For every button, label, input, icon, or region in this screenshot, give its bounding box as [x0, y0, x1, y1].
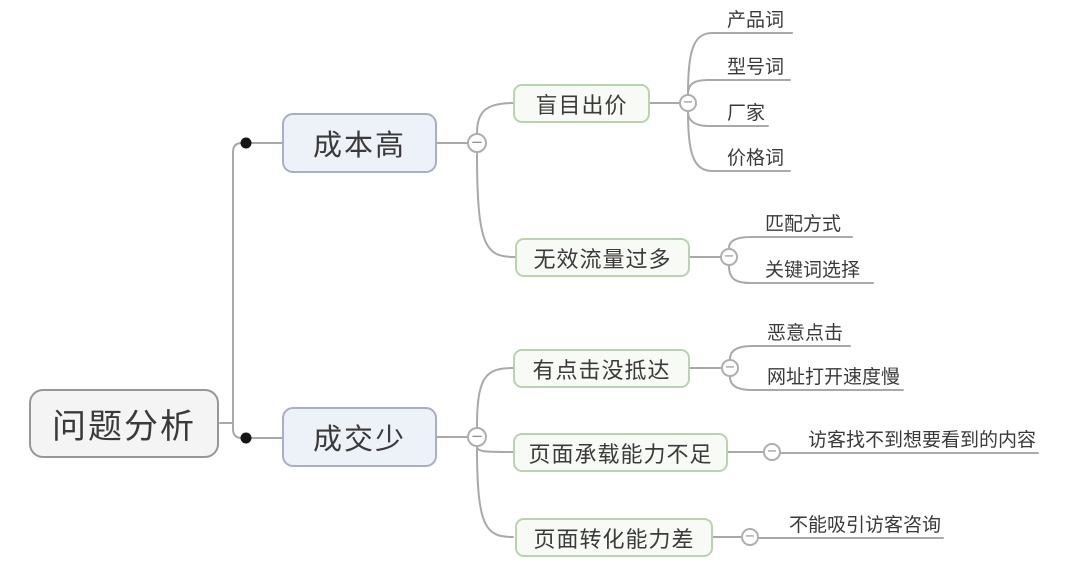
connector-trunk: [232, 142, 283, 439]
connector-leaf-wangzhi: [729, 376, 904, 391]
leaf-bunengxiyin[interactable]: 不能吸引访客咨询: [789, 514, 942, 536]
collapse-button-yemianchengzai[interactable]: −: [763, 443, 781, 461]
collapse-button-chengjiaoshao[interactable]: −: [467, 427, 487, 447]
connector-leaf-chanpinci: [687, 32, 793, 95]
leaf-xinghaoci[interactable]: 型号词: [727, 56, 785, 78]
junction-dot-top: [240, 137, 252, 149]
node-yemianchengzai[interactable]: 页面承载能力不足: [513, 433, 728, 472]
node-youdianjimeidida[interactable]: 有点击没抵达: [513, 349, 690, 388]
leaf-eyidianji[interactable]: 恶意点击: [767, 322, 844, 344]
node-root[interactable]: 问题分析: [29, 389, 219, 458]
connector-to-zhuanhua: [476, 446, 514, 538]
connector-leaf-guanjianci: [728, 265, 874, 284]
collapse-button-mangmuchujia[interactable]: −: [679, 94, 697, 112]
node-wuxiaoliuliang[interactable]: 无效流量过多: [515, 238, 690, 277]
node-chengjiaoshao[interactable]: 成交少: [282, 407, 437, 467]
leaf-jiageci[interactable]: 价格词: [727, 147, 785, 169]
connector-leaf-xinghaoci: [687, 79, 791, 95]
leaf-chanpinci[interactable]: 产品词: [727, 9, 785, 31]
collapse-button-wuxiaoliuliang[interactable]: −: [720, 248, 738, 266]
collapse-button-youdianji[interactable]: −: [721, 359, 739, 377]
node-yemianzhuanhua[interactable]: 页面转化能力差: [515, 518, 713, 557]
leaf-guanjiancixuanze[interactable]: 关键词选择: [765, 259, 861, 281]
connector-to-chengzai: [476, 446, 514, 453]
leaf-wangzhidakai[interactable]: 网址打开速度慢: [767, 366, 901, 388]
leaf-fangkezhaobudao[interactable]: 访客找不到想要看到的内容: [808, 429, 1037, 451]
junction-dot-bottom: [240, 432, 252, 444]
node-chengbengao[interactable]: 成本高: [282, 113, 437, 173]
connector-to-youdianji: [476, 367, 514, 428]
connector-leaf-eyi: [729, 345, 851, 360]
connector-leaf-pipei: [728, 236, 853, 249]
leaf-pipeifangshi[interactable]: 匹配方式: [765, 213, 842, 235]
connector-leaf-jiageci: [687, 111, 791, 172]
collapse-button-chengbengao[interactable]: −: [467, 133, 487, 153]
leaf-changjia[interactable]: 厂家: [727, 102, 766, 124]
node-mangmuchujia[interactable]: 盲目出价: [513, 84, 650, 123]
collapse-button-yemianzhuanhua[interactable]: −: [741, 528, 759, 546]
connector-to-wuxiao: [476, 152, 516, 258]
connector-to-mangmu: [476, 102, 514, 134]
